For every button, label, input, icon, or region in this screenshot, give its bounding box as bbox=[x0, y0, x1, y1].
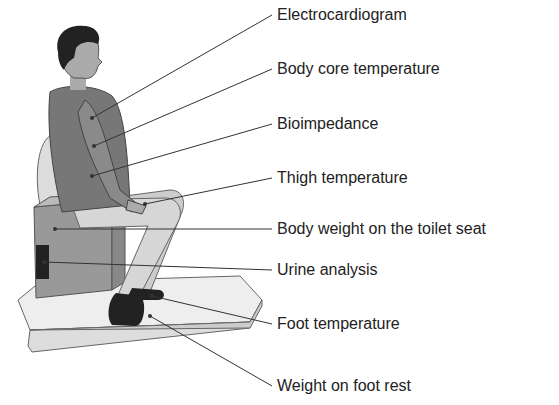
sensor-dot bbox=[90, 116, 94, 120]
leader-line bbox=[152, 296, 272, 324]
callout-label: Body core temperature bbox=[277, 60, 440, 78]
leader-line bbox=[44, 262, 272, 270]
foot-rest-side bbox=[30, 300, 262, 330]
leader-line bbox=[92, 124, 272, 176]
hair bbox=[57, 26, 99, 70]
callout-label: Electrocardiogram bbox=[277, 6, 407, 24]
callout-label: Weight on foot rest bbox=[277, 377, 411, 395]
callout-label: Foot temperature bbox=[277, 315, 400, 333]
leader-line bbox=[94, 69, 272, 146]
callout-label: Bioimpedance bbox=[277, 115, 378, 133]
callout-label: Thigh temperature bbox=[277, 169, 408, 187]
hand bbox=[126, 200, 146, 214]
leader-lines bbox=[44, 15, 272, 386]
leader-line bbox=[92, 15, 272, 118]
arm bbox=[78, 100, 140, 212]
sensor-dot bbox=[42, 260, 46, 264]
foot bbox=[109, 293, 145, 326]
leader-line bbox=[150, 316, 272, 386]
callout-label: Urine analysis bbox=[277, 261, 377, 279]
leader-line bbox=[145, 178, 272, 204]
sensor-dot bbox=[150, 294, 154, 298]
leader-line bbox=[55, 229, 272, 230]
leader-dots bbox=[42, 116, 154, 318]
sensor-dot bbox=[143, 202, 147, 206]
sensor-dot bbox=[53, 227, 57, 231]
sensor-dot bbox=[148, 314, 152, 318]
sensor-dot bbox=[90, 174, 94, 178]
leg bbox=[70, 198, 180, 295]
callout-label: Body weight on the toilet seat bbox=[277, 220, 486, 238]
sensor-dot bbox=[92, 144, 96, 148]
